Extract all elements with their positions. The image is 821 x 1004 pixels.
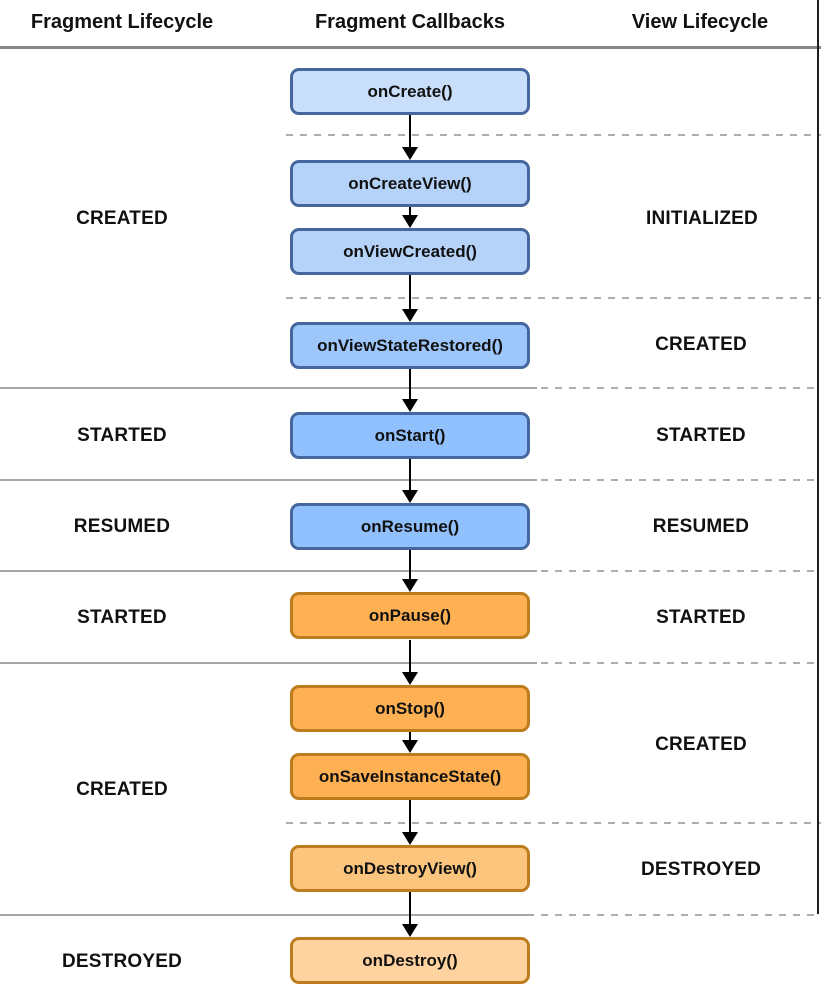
fragment-state-started-label: STARTED [77, 425, 167, 446]
view-state-destroyed-label: DESTROYED [640, 859, 762, 880]
section-boundary-2-dashed [541, 479, 821, 481]
callback-box-onviewstaterestored: onViewStateRestored() [290, 322, 530, 369]
section-boundary-3-dashed [541, 570, 821, 572]
callback-label: onCreate() [367, 81, 453, 101]
view-state-resumed-label: RESUMED [652, 516, 750, 537]
callback-box-onpause: onPause() [290, 592, 530, 639]
section-boundary-5-solid [0, 914, 534, 916]
flow-arrow-3-stem [409, 275, 411, 311]
callback-box-onsaveinstancestate: onSaveInstanceState() [290, 753, 530, 800]
flow-arrow-4-stem [409, 369, 411, 401]
fragment-state-created-label: CREATED [76, 779, 168, 800]
flow-arrow-9-stem [409, 800, 411, 834]
callback-box-onresume: onResume() [290, 503, 530, 550]
flow-arrow-10-stem [409, 892, 411, 926]
flow-arrow-2-stem [409, 207, 411, 217]
callback-label: onSaveInstanceState() [318, 766, 502, 786]
view-state-created-label: CREATED [655, 734, 747, 755]
callback-label: onStart() [374, 425, 446, 445]
flow-arrow-5-stem [409, 458, 411, 492]
fragment-state-started-label: STARTED [77, 607, 167, 628]
arrow-down-icon [402, 399, 418, 412]
arrow-down-icon [402, 832, 418, 845]
column-header-view-lifecycle: View Lifecycle [631, 11, 769, 33]
view-state-started-label: STARTED [656, 607, 746, 628]
callback-label: onStop() [375, 698, 445, 718]
callback-label: onViewStateRestored() [317, 335, 503, 355]
view-state-started-label: STARTED [656, 425, 746, 446]
arrow-down-icon [402, 579, 418, 592]
callback-box-onstart: onStart() [290, 412, 530, 459]
fragment-state-destroyed-label: DESTROYED [61, 951, 183, 972]
section-boundary-2-solid [0, 479, 537, 481]
callback-box-ondestroyview: onDestroyView() [290, 845, 530, 892]
column-header-fragment-lifecycle: Fragment Lifecycle [30, 11, 214, 33]
flow-arrow-6-stem [409, 548, 411, 581]
callback-label: onPause() [368, 605, 452, 625]
fragment-state-resumed-label: RESUMED [73, 516, 171, 537]
arrow-down-icon [402, 215, 418, 228]
fragment-state-created-label: CREATED [76, 208, 168, 229]
flow-arrow-7-stem [409, 640, 411, 674]
callback-label: onDestroy() [362, 950, 458, 970]
view-boundary-3-dashed [286, 822, 821, 824]
callback-box-onstop: onStop() [290, 685, 530, 732]
right-edge-line [817, 0, 819, 914]
view-boundary-2-dashed [286, 297, 821, 299]
view-state-initialized-label: INITIALIZED [646, 208, 758, 229]
callback-label: onCreateView() [348, 173, 472, 193]
callback-label: onResume() [360, 516, 460, 536]
section-boundary-4-solid [0, 662, 537, 664]
flow-arrow-8-stem [409, 732, 411, 742]
arrow-down-icon [402, 924, 418, 937]
callback-box-ondestroy: onDestroy() [290, 937, 530, 984]
section-boundary-4-dashed [541, 662, 821, 664]
callback-box-oncreate: onCreate() [290, 68, 530, 115]
section-boundary-5-dashed [541, 914, 821, 916]
callback-label: onDestroyView() [343, 858, 477, 878]
callback-box-oncreateview: onCreateView() [290, 160, 530, 207]
section-boundary-3-solid [0, 570, 537, 572]
arrow-down-icon [402, 147, 418, 160]
view-state-created-label: CREATED [655, 334, 747, 355]
arrow-down-icon [402, 740, 418, 753]
arrow-down-icon [402, 490, 418, 503]
header-divider-solid [0, 46, 821, 49]
column-header-fragment-callbacks: Fragment Callbacks [314, 11, 506, 33]
view-boundary-1-dashed [286, 134, 821, 136]
callback-label: onViewCreated() [343, 241, 477, 261]
callback-box-onviewcreated: onViewCreated() [290, 228, 530, 275]
section-boundary-1-solid [0, 387, 537, 389]
flow-arrow-1-stem [409, 115, 411, 149]
arrow-down-icon [402, 672, 418, 685]
arrow-down-icon [402, 309, 418, 322]
section-boundary-1-dashed [541, 387, 821, 389]
